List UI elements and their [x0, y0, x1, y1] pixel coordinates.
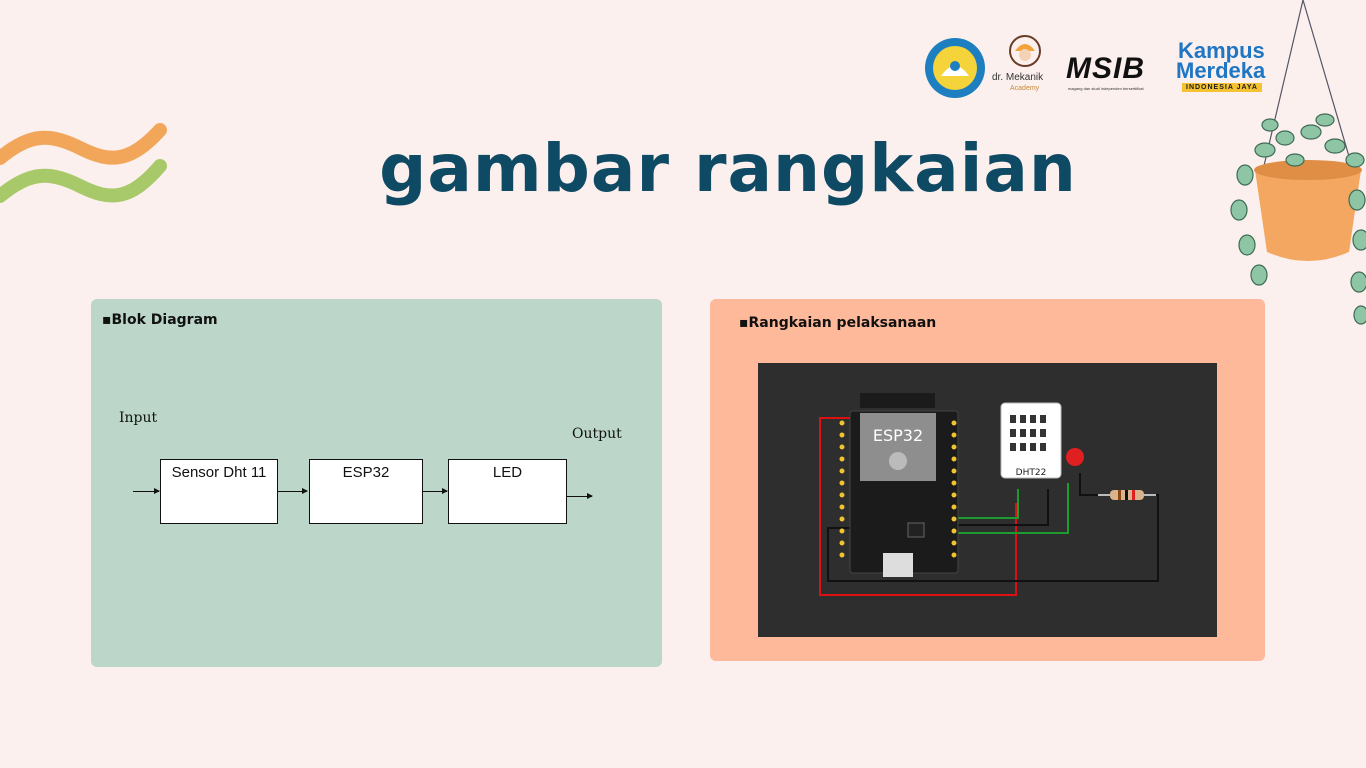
wave-decoration	[0, 123, 167, 203]
input-arrow	[133, 488, 160, 494]
block-esp32: ESP32	[309, 459, 423, 524]
circuit-heading: ▪Rangkaian pelaksanaan	[739, 315, 937, 331]
slide-title: gambar rangkaian	[379, 130, 1077, 207]
dr-mekanik-name: dr. Mekanik	[992, 72, 1044, 83]
arrow-sensor-to-esp32	[278, 488, 308, 494]
kampus-merdeka-line1: Kampus	[1178, 38, 1265, 63]
dr-mekanik-sub: Academy	[1010, 85, 1040, 92]
circuit-heading-text: Rangkaian pelaksanaan	[748, 315, 937, 331]
tut-wuri-handayani-logo-icon	[925, 38, 985, 98]
logos-bar: dr. Mekanik Academy MSIB magang dan stud…	[920, 30, 1280, 105]
circuit-svg: ESP32 DHT22	[819, 393, 1159, 596]
kampus-merdeka-line2: Merdeka	[1176, 58, 1266, 83]
circuit-diagram-image: ESP32 DHT22	[758, 363, 1217, 637]
dr-mekanik-logo-icon	[1009, 35, 1041, 67]
input-label: Input	[119, 410, 158, 426]
block-led: LED	[448, 459, 567, 524]
msib-tagline: magang dan studi independen bersertifika…	[1068, 86, 1144, 91]
block-diagram-heading: ▪Blok Diagram	[102, 312, 218, 328]
hanging-plant-decoration	[1230, 0, 1366, 325]
block-sensor: Sensor Dht 11	[160, 459, 278, 524]
output-arrow	[567, 493, 593, 499]
output-label: Output	[572, 426, 622, 442]
arrow-esp32-to-led	[423, 488, 448, 494]
kampus-merdeka-ribbon: INDONESIA JAYA	[1182, 83, 1262, 92]
block-diagram-heading-text: Blok Diagram	[111, 312, 218, 328]
dht22-label: DHT22	[1016, 468, 1047, 478]
msib-logo: MSIB	[1066, 52, 1145, 85]
block-diagram-card: ▪Blok Diagram Input Output Sensor Dht 11…	[91, 299, 662, 667]
esp32-board-label: ESP32	[873, 426, 923, 445]
